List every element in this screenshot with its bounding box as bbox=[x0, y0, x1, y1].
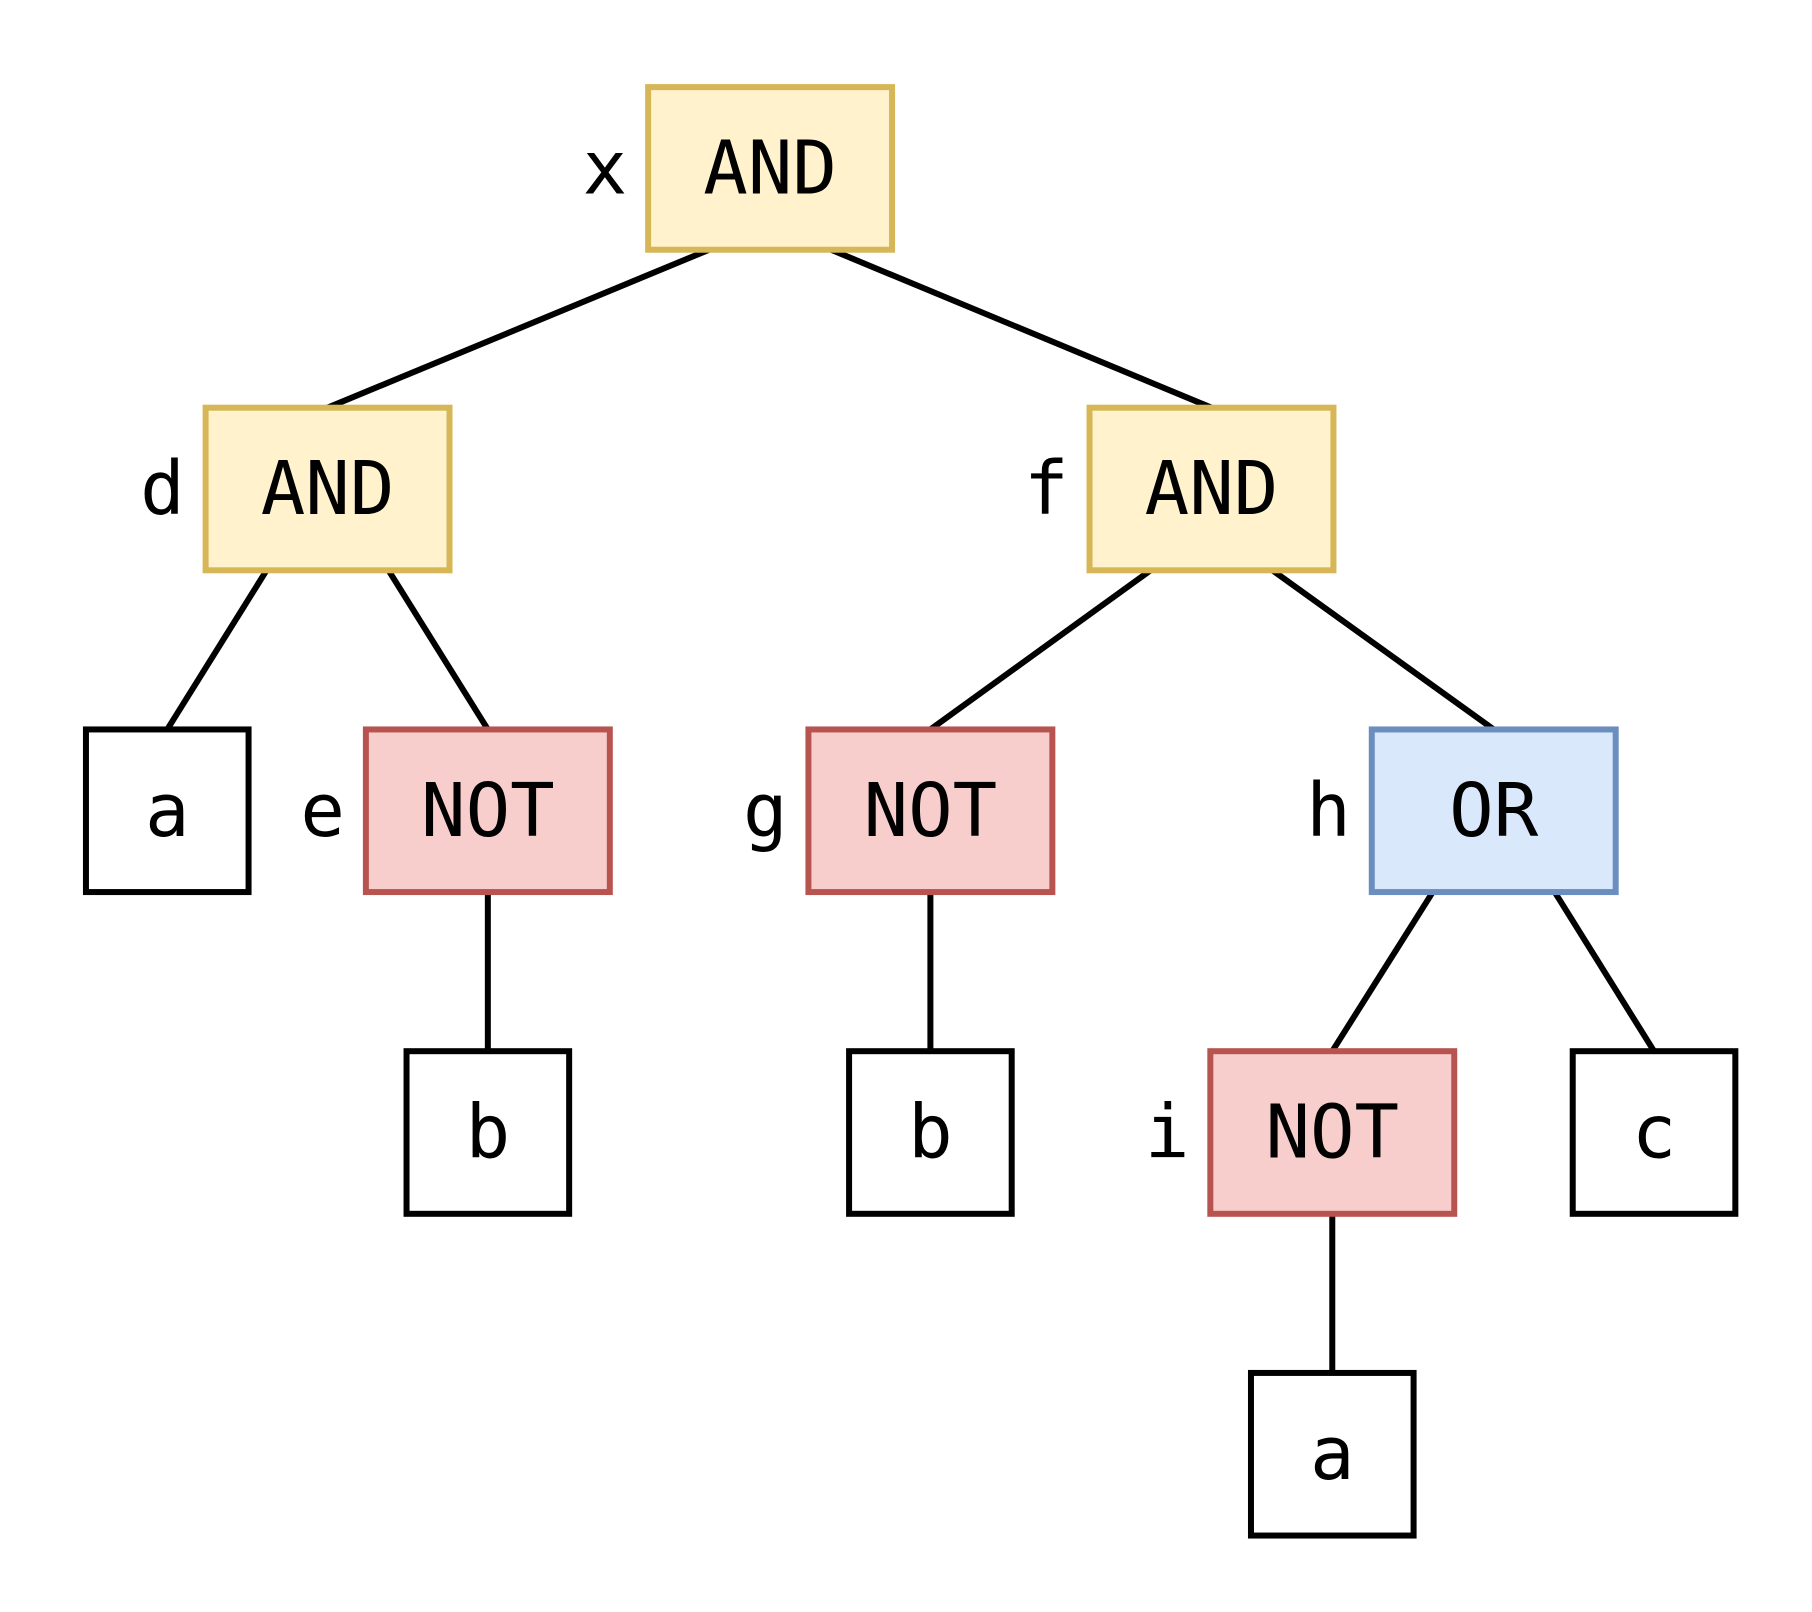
node-label-i: NOT bbox=[1265, 1090, 1399, 1176]
node-d: AND d bbox=[140, 404, 453, 574]
edge-x-d bbox=[326, 246, 711, 411]
edge-h-c bbox=[1552, 890, 1657, 1053]
node-name-h: h bbox=[1306, 768, 1351, 854]
edge-h-i bbox=[1329, 890, 1436, 1053]
node-box-a2 bbox=[1247, 1369, 1417, 1539]
node-box-b2 bbox=[846, 1048, 1015, 1217]
node-box-i bbox=[1207, 1048, 1458, 1217]
node-box-c bbox=[1569, 1048, 1739, 1217]
node-c: c bbox=[1569, 1048, 1739, 1217]
node-label-b1: b bbox=[466, 1090, 511, 1176]
node-b1: b bbox=[403, 1048, 573, 1217]
node-box-g bbox=[805, 726, 1056, 896]
node-box-f bbox=[1086, 404, 1337, 574]
node-name-d: d bbox=[140, 446, 185, 532]
node-label-a1: a bbox=[145, 768, 190, 854]
node-x: AND x bbox=[583, 84, 896, 253]
edge-f-g bbox=[928, 567, 1153, 732]
node-box-b1 bbox=[403, 1048, 573, 1217]
node-label-a2: a bbox=[1310, 1411, 1355, 1497]
node-label-c: c bbox=[1632, 1090, 1677, 1176]
node-box-e bbox=[362, 726, 613, 896]
node-name-i: i bbox=[1145, 1090, 1190, 1176]
edge-f-h bbox=[1270, 567, 1496, 732]
edge-d-a1 bbox=[164, 568, 270, 732]
node-box-a1 bbox=[82, 726, 252, 896]
edge-d-e bbox=[385, 568, 491, 732]
node-name-e: e bbox=[300, 768, 345, 854]
node-name-g: g bbox=[743, 768, 788, 854]
node-label-e: NOT bbox=[421, 768, 555, 854]
node-f: AND f bbox=[1024, 404, 1337, 574]
node-label-f: AND bbox=[1145, 446, 1279, 532]
edge-x-f bbox=[829, 246, 1213, 411]
node-b2: b bbox=[846, 1048, 1015, 1217]
node-e: NOT e bbox=[300, 726, 613, 896]
node-label-d: AND bbox=[261, 446, 395, 532]
node-box-h bbox=[1368, 726, 1619, 896]
node-label-g: NOT bbox=[864, 768, 998, 854]
node-box-x bbox=[645, 84, 896, 253]
node-name-f: f bbox=[1024, 446, 1069, 532]
node-box-d bbox=[202, 404, 453, 574]
node-label-b2: b bbox=[908, 1090, 953, 1176]
node-name-x: x bbox=[583, 125, 628, 211]
node-g: NOT g bbox=[743, 726, 1056, 896]
node-a2: a bbox=[1247, 1369, 1417, 1539]
node-h: OR h bbox=[1306, 726, 1619, 896]
node-label-x: AND bbox=[703, 125, 837, 211]
edges-layer bbox=[164, 246, 1657, 1373]
node-a1: a bbox=[82, 726, 252, 896]
node-label-h: OR bbox=[1449, 768, 1539, 854]
node-i: NOT i bbox=[1145, 1048, 1458, 1217]
